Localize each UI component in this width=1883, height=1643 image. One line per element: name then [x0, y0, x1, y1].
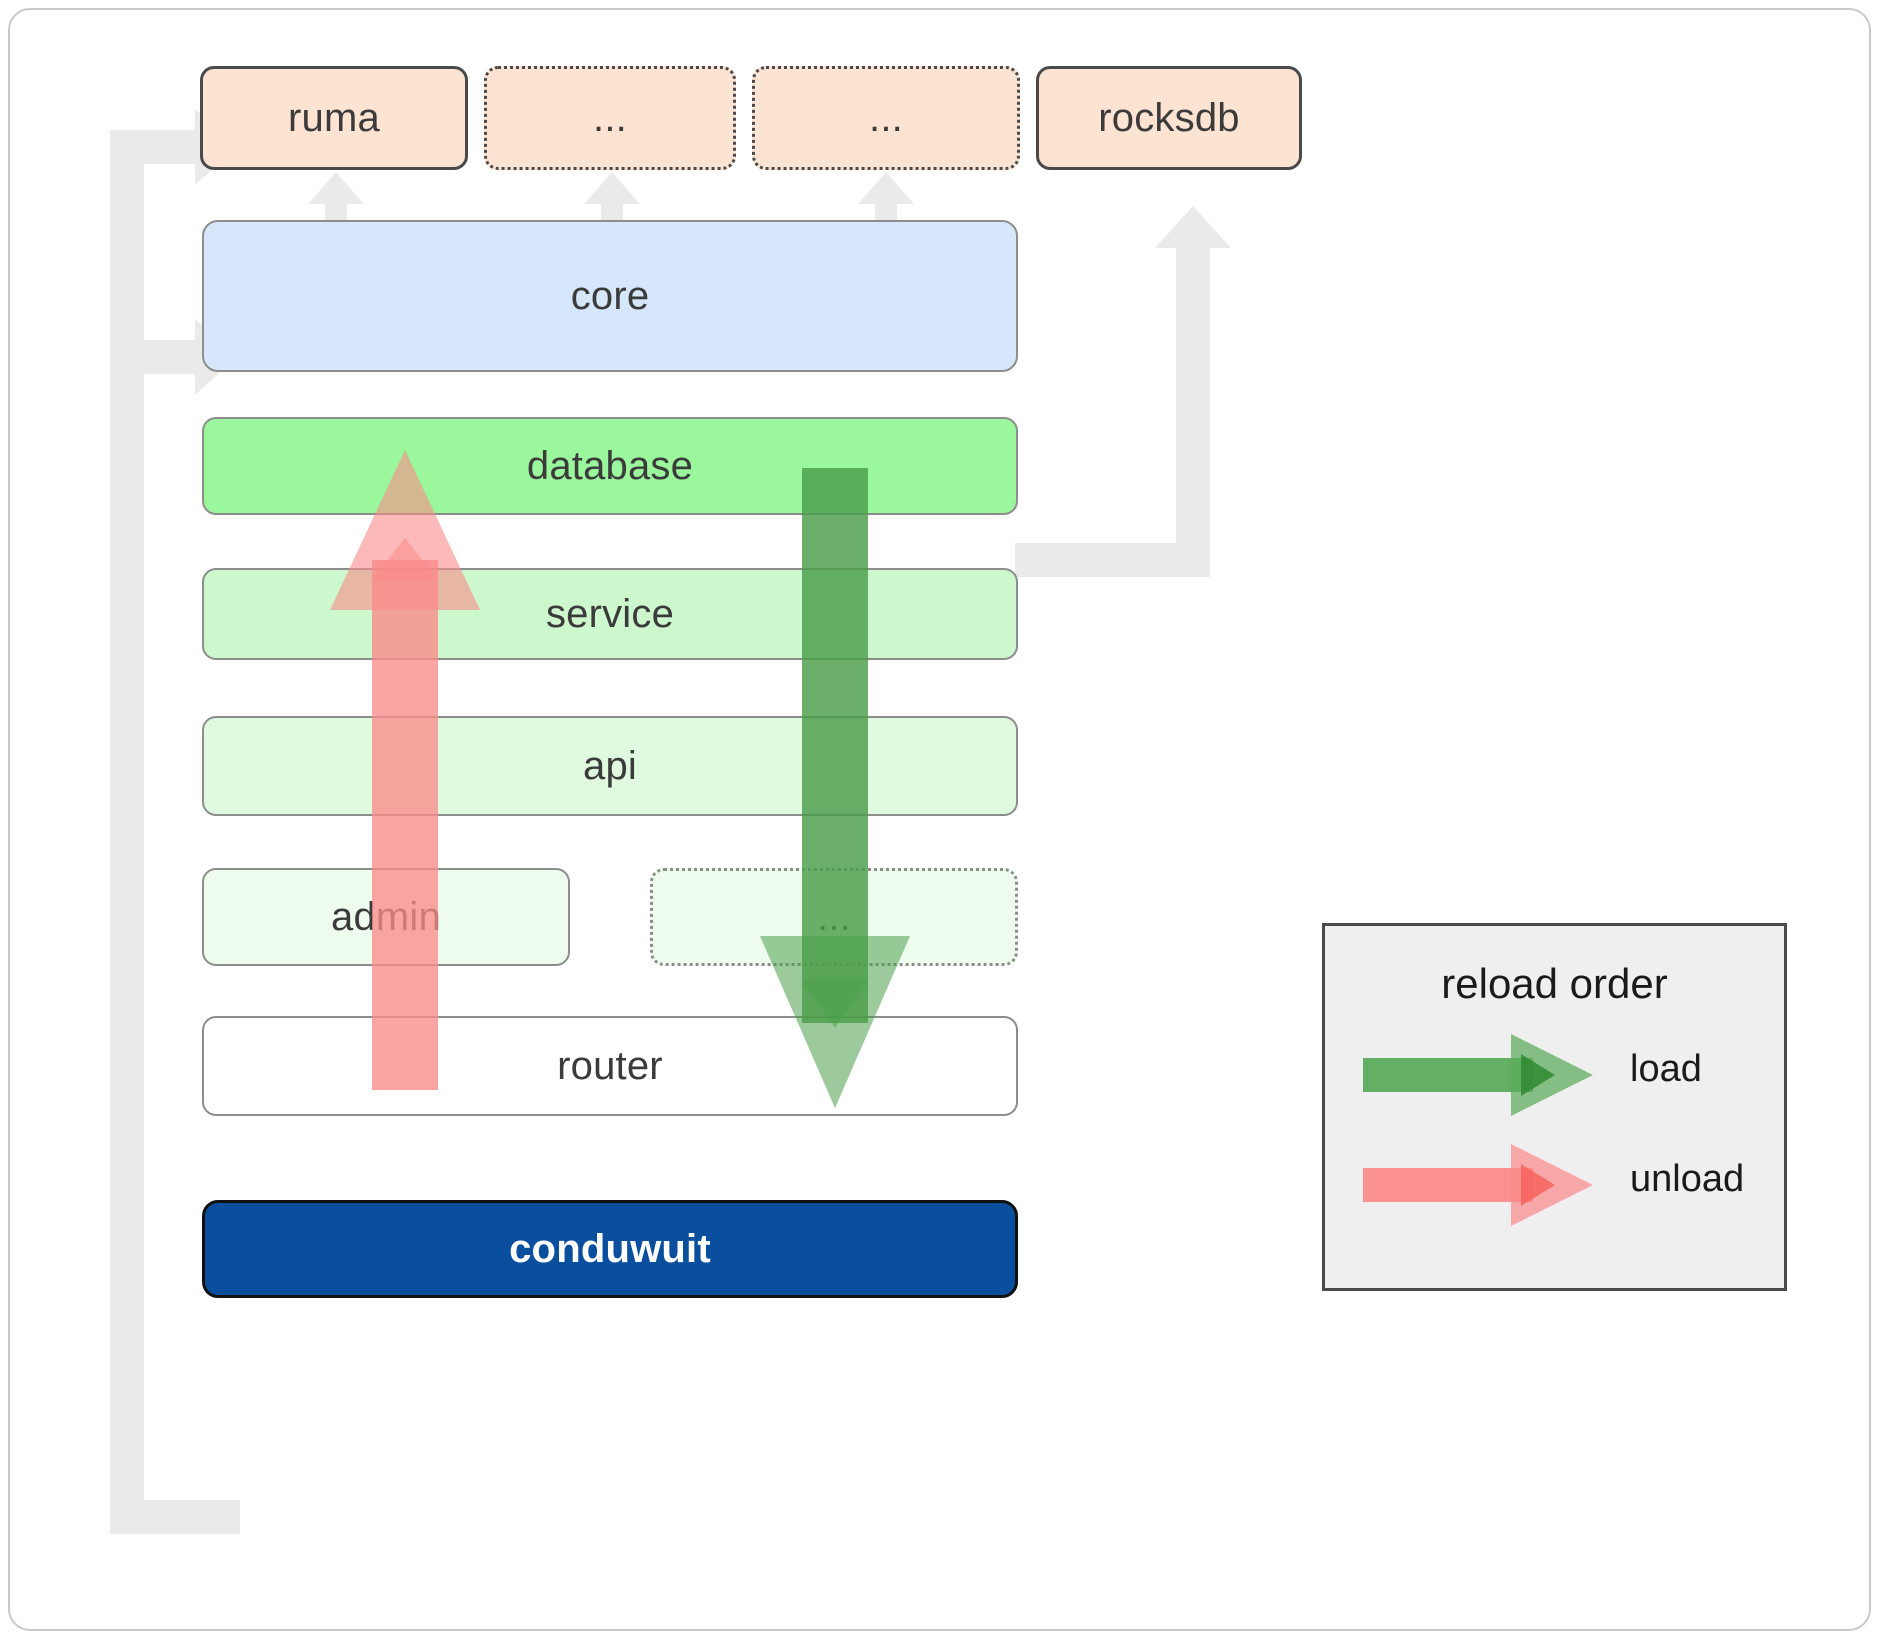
- legend-box: reload order load unload: [1322, 923, 1787, 1291]
- node-api[interactable]: api: [202, 716, 1018, 816]
- node-core-label: core: [570, 273, 650, 318]
- node-database-label: database: [526, 443, 694, 488]
- node-router-label: router: [557, 1043, 663, 1088]
- legend-unload-arrow-icon: [1363, 1144, 1593, 1226]
- node-router[interactable]: router: [202, 1016, 1018, 1116]
- legend-load-label: load: [1630, 1048, 1702, 1090]
- node-service[interactable]: service: [202, 568, 1018, 660]
- connector-branch-core: [110, 340, 210, 374]
- node-top-placeholder-2[interactable]: ...: [752, 66, 1020, 170]
- connector-db-to-rocksdb-vertical: [1176, 248, 1210, 577]
- connector-arrow-rocksdb-icon: [1155, 206, 1231, 248]
- legend-unload-label: unload: [1630, 1158, 1745, 1200]
- node-database[interactable]: database: [202, 417, 1018, 515]
- node-top-placeholder-1[interactable]: ...: [484, 66, 736, 170]
- node-conduwuit[interactable]: conduwuit: [202, 1200, 1018, 1298]
- node-core[interactable]: core: [202, 220, 1018, 372]
- node-rocksdb[interactable]: rocksdb: [1036, 66, 1302, 170]
- load-arrow-icon: [750, 468, 930, 1108]
- node-rocksdb-label: rocksdb: [1098, 95, 1240, 140]
- node-service-label: service: [545, 591, 675, 636]
- node-ruma-label: ruma: [288, 95, 380, 140]
- node-top-placeholder-1-label: ...: [593, 95, 627, 140]
- connector-branch-ruma: [110, 130, 210, 164]
- legend-load-arrow-icon: [1363, 1034, 1593, 1116]
- legend-title: reload order: [1441, 960, 1668, 1007]
- node-top-placeholder-2-label: ...: [869, 95, 903, 140]
- node-ruma[interactable]: ruma: [200, 66, 468, 170]
- node-conduwuit-label: conduwuit: [509, 1226, 711, 1271]
- unload-arrow-icon: [320, 450, 490, 1090]
- node-api-label: api: [583, 743, 637, 788]
